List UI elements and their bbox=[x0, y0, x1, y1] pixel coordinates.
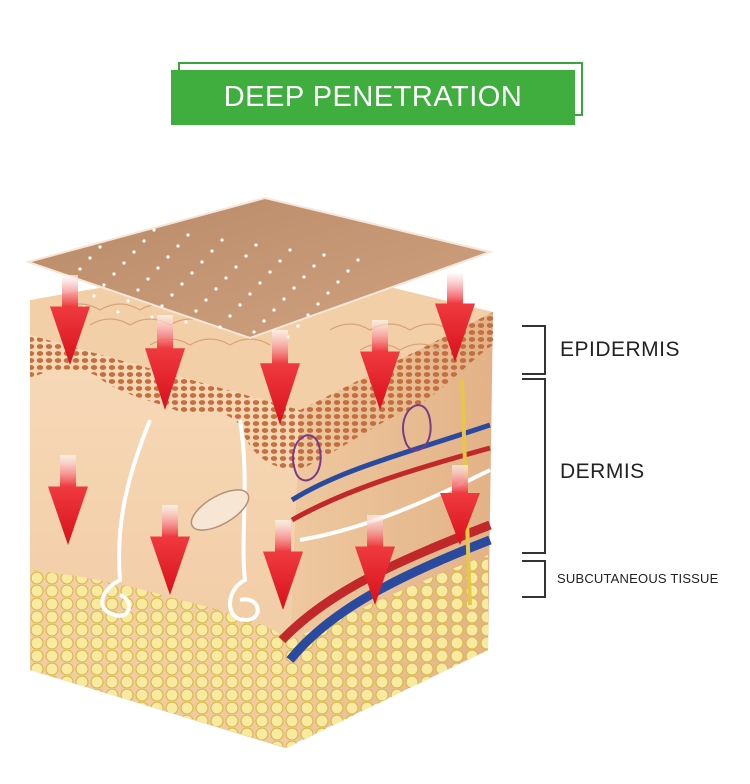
vessel-loop-2 bbox=[402, 404, 432, 452]
patch-hole bbox=[132, 250, 136, 254]
patch-hole bbox=[102, 283, 106, 287]
patch-holes bbox=[58, 223, 360, 339]
patch-hole bbox=[248, 292, 252, 296]
penetration-arrow bbox=[360, 320, 400, 410]
patch-hole bbox=[200, 260, 204, 264]
patch-hole bbox=[220, 238, 224, 242]
label-epidermis: EPIDERMIS bbox=[560, 338, 681, 361]
patch-hole bbox=[312, 264, 316, 268]
patch-hole bbox=[88, 256, 92, 260]
patch-hole bbox=[156, 266, 160, 270]
patch-hole bbox=[316, 302, 320, 306]
patch-hole bbox=[210, 249, 214, 253]
patch-hole bbox=[262, 319, 266, 323]
patch-hole bbox=[218, 325, 222, 329]
patch-hole bbox=[292, 286, 296, 290]
patch-hole bbox=[296, 324, 300, 328]
patch-hole bbox=[190, 271, 194, 275]
penetration-arrow bbox=[440, 465, 480, 545]
patch-hole bbox=[204, 298, 208, 302]
patch-hole bbox=[146, 277, 150, 281]
penetration-arrow bbox=[145, 315, 185, 410]
artery-upper bbox=[290, 445, 491, 523]
penetration-arrow bbox=[48, 455, 88, 545]
fat-layer-front bbox=[30, 570, 290, 748]
patch-hole bbox=[116, 310, 120, 314]
patch-hole bbox=[176, 244, 180, 248]
nerve-2 bbox=[228, 419, 260, 623]
patch-hole bbox=[254, 243, 258, 247]
penetration-arrow bbox=[355, 515, 395, 605]
penetration-arrow bbox=[263, 520, 303, 610]
label-subcutaneous-tissue: SUBCUTANEOUS TISSUE bbox=[557, 571, 719, 586]
patch-hole bbox=[108, 234, 112, 238]
vein-upper bbox=[290, 422, 491, 503]
bracket-dermis bbox=[522, 378, 546, 554]
patch-hole bbox=[346, 269, 350, 273]
patch bbox=[24, 196, 494, 340]
patch-hole bbox=[252, 330, 256, 334]
fat-layer-side bbox=[287, 555, 488, 748]
patch-hole bbox=[186, 233, 190, 237]
patch-hole bbox=[356, 258, 360, 262]
patch-hole bbox=[112, 272, 116, 276]
patch-hole bbox=[268, 270, 272, 274]
patch-hole bbox=[136, 288, 140, 292]
penetration-arrow bbox=[50, 275, 90, 365]
patch-hole bbox=[194, 309, 198, 313]
patch-hole bbox=[238, 303, 242, 307]
nerve-1 bbox=[100, 419, 152, 618]
patch-hole bbox=[152, 228, 156, 232]
patch-hole bbox=[322, 253, 326, 257]
patch-hole bbox=[228, 314, 232, 318]
title-banner: DEEP PENETRATION bbox=[171, 62, 587, 126]
patch-hole bbox=[302, 275, 306, 279]
banner-title: DEEP PENETRATION bbox=[171, 70, 575, 125]
patch-hole bbox=[170, 293, 174, 297]
penetration-arrow bbox=[435, 272, 475, 362]
patch-hole bbox=[122, 261, 126, 265]
penetration-arrow bbox=[260, 330, 300, 425]
arrector-muscle bbox=[190, 489, 250, 531]
patch-hole bbox=[118, 223, 122, 227]
vessel-loop-1 bbox=[292, 434, 322, 482]
patch-hole bbox=[160, 304, 164, 308]
patch-hole bbox=[126, 299, 130, 303]
patch-hole bbox=[336, 280, 340, 284]
patch-hole bbox=[184, 320, 188, 324]
patch-hole bbox=[234, 265, 238, 269]
patch-hole bbox=[258, 281, 262, 285]
patch-hole bbox=[214, 287, 218, 291]
penetration-arrow bbox=[150, 505, 190, 595]
patch-hole bbox=[92, 294, 96, 298]
patch-hole bbox=[288, 248, 292, 252]
patch-hole bbox=[244, 254, 248, 258]
penetration-arrows bbox=[48, 272, 480, 610]
patch-hole bbox=[58, 289, 62, 293]
bracket-subcutaneous bbox=[522, 560, 546, 598]
patch-hole bbox=[282, 297, 286, 301]
patch-hole bbox=[306, 313, 310, 317]
vein-lower bbox=[286, 535, 492, 663]
patch-hole bbox=[78, 267, 82, 271]
patch-hole bbox=[272, 308, 276, 312]
bracket-epidermis bbox=[522, 325, 546, 375]
patch-hole bbox=[326, 291, 330, 295]
patch-hole bbox=[224, 276, 228, 280]
label-dermis: DERMIS bbox=[560, 460, 645, 483]
patch-hole bbox=[142, 239, 146, 243]
patch-hole bbox=[180, 282, 184, 286]
patch-hole bbox=[166, 255, 170, 259]
patch-hole bbox=[150, 315, 154, 319]
patch-hole bbox=[278, 259, 282, 263]
patch-hole bbox=[98, 245, 102, 249]
epidermis-band-side bbox=[300, 312, 493, 470]
